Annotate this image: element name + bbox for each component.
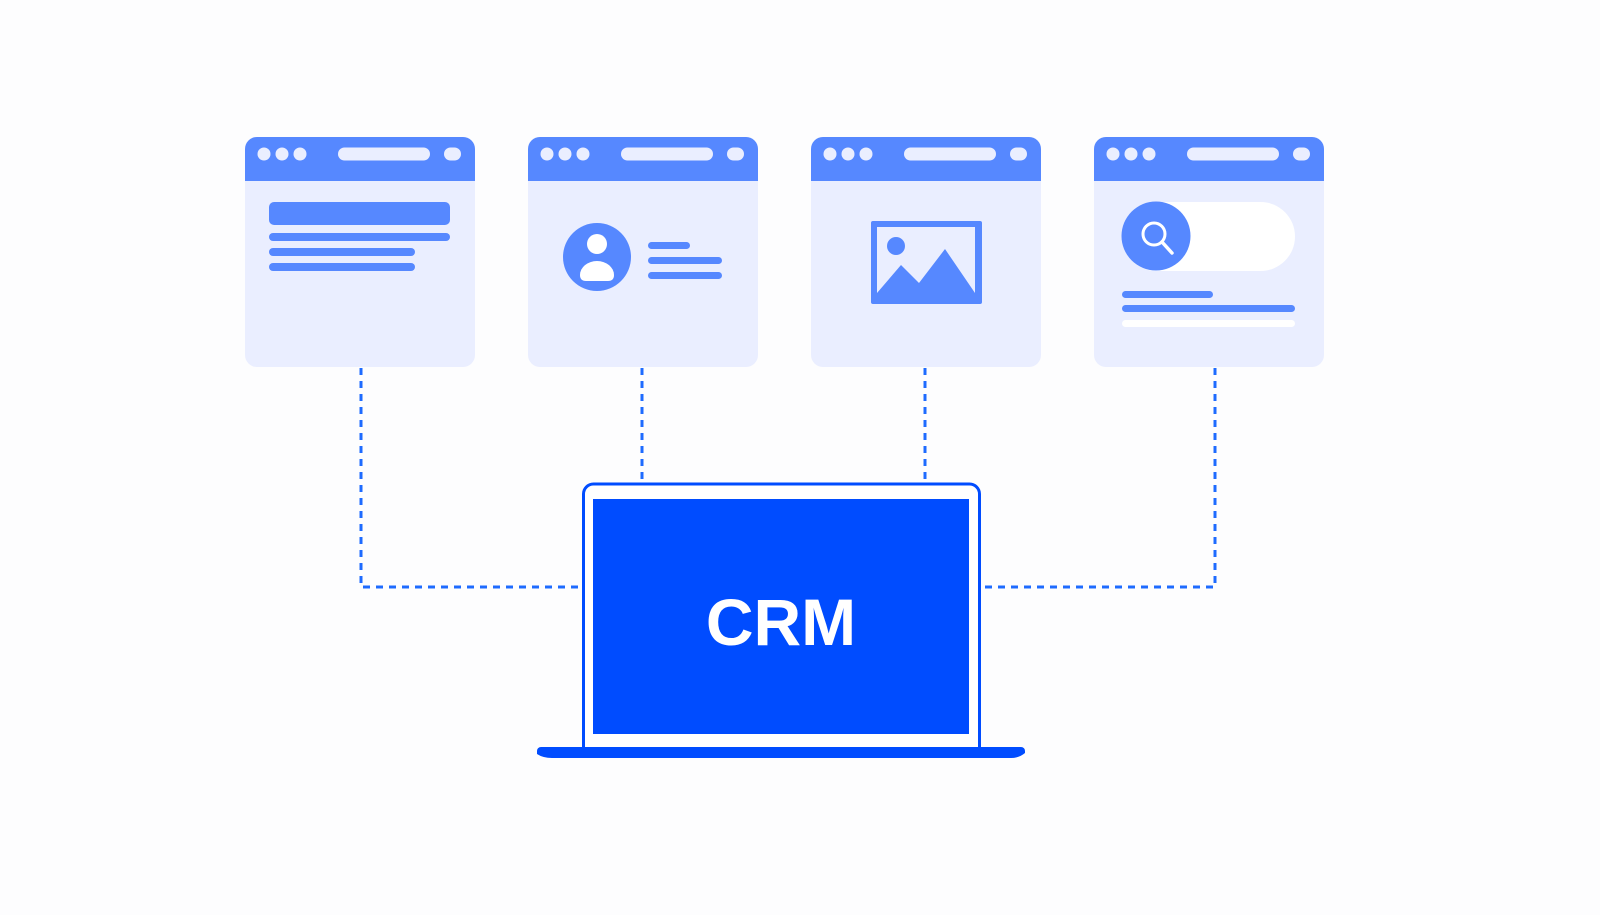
text-line [269,248,415,256]
window-header [528,137,758,181]
text-line [648,272,722,279]
text-line [648,242,690,249]
search-icon [1121,201,1191,271]
window-header [811,137,1041,181]
title-bar-block [269,202,450,225]
document-window-card [245,137,475,367]
text-line [269,233,450,241]
crm-label: CRM [706,585,856,659]
connector-search [982,368,1217,589]
user-avatar-icon [563,223,631,291]
text-line [1122,320,1295,327]
image-icon [871,221,982,304]
laptop-crm: CRM [537,482,1025,758]
contact-window-card [528,137,758,367]
window-header [245,137,475,181]
connector-lines [359,368,1217,589]
laptop-screen [593,499,969,734]
laptop-base [537,747,1025,758]
text-line [1122,291,1213,298]
text-line [269,263,415,271]
window-header [1094,137,1324,181]
text-line [1122,305,1295,312]
image-window-card [811,137,1041,367]
search-window-card [1094,137,1324,367]
text-line [648,257,722,264]
connector-document [359,368,580,589]
